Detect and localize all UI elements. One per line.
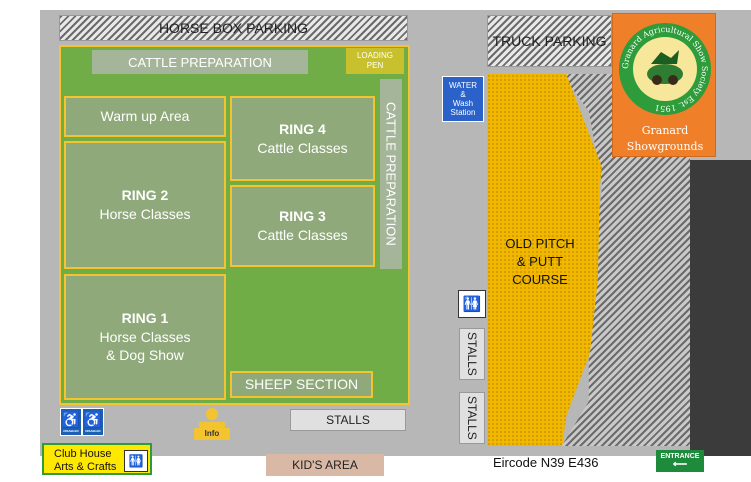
ring-3[interactable]: RING 3 Cattle Classes bbox=[230, 185, 375, 267]
pitch-line1: OLD PITCH bbox=[505, 235, 575, 251]
entrance-sign[interactable]: ENTRANCE ⟵ bbox=[656, 450, 704, 472]
pitch-line2: & PUTT bbox=[516, 253, 564, 269]
kids-area-label: KID'S AREA bbox=[292, 458, 358, 472]
stalls-bottom[interactable]: STALLS bbox=[290, 409, 406, 431]
warm-up-area[interactable]: Warm up Area bbox=[64, 96, 226, 137]
water-wash-station[interactable]: WATER & Wash Station bbox=[442, 76, 484, 122]
ring-2-title: RING 2 bbox=[121, 187, 169, 204]
logo-line1: Granard bbox=[641, 124, 689, 137]
water-line1: WATER bbox=[449, 80, 477, 90]
info-person-icon bbox=[194, 408, 230, 440]
cattle-preparation-side[interactable]: CATTLE PREPARATION bbox=[380, 79, 402, 269]
pitch-label[interactable]: OLD PITCH & PUTT COURSE bbox=[490, 232, 590, 292]
club-house-line2: Arts & Crafts bbox=[54, 461, 117, 473]
stalls-bottom-label: STALLS bbox=[326, 413, 370, 427]
ring-1-sub1: Horse Classes bbox=[99, 328, 191, 345]
wheelchair-icon[interactable]: ♿DISABLED bbox=[82, 408, 104, 436]
ring-2-sub: Horse Classes bbox=[99, 206, 191, 222]
ring-1[interactable]: RING 1 Horse Classes & Dog Show bbox=[64, 274, 226, 400]
main-road bbox=[690, 160, 751, 456]
water-line2: & bbox=[460, 89, 466, 99]
stalls-lower[interactable]: STALLS bbox=[459, 392, 485, 444]
cattle-preparation-top[interactable]: CATTLE PREPARATION bbox=[92, 50, 308, 74]
loading-pen-line1: LOADING bbox=[356, 51, 393, 61]
kids-area[interactable]: KID'S AREA bbox=[266, 454, 384, 476]
loading-pen-line2: PEN bbox=[366, 61, 384, 70]
arrow-left-icon: ⟵ bbox=[672, 458, 688, 470]
cattle-preparation-top-label: CATTLE PREPARATION bbox=[128, 54, 272, 70]
warm-up-area-label: Warm up Area bbox=[100, 108, 190, 125]
loading-pen[interactable]: LOADING PEN bbox=[346, 48, 404, 74]
stalls-upper-label: STALLS bbox=[465, 332, 479, 376]
toilet-icon[interactable]: 🚻 bbox=[458, 290, 486, 318]
sheep-section[interactable]: SHEEP SECTION bbox=[230, 371, 373, 398]
ring-2[interactable]: RING 2 Horse Classes bbox=[64, 141, 226, 269]
club-house[interactable]: Club House Arts & Crafts 🚻 bbox=[42, 443, 152, 475]
logo-line2: Showgrounds bbox=[626, 140, 704, 153]
info-point[interactable]: Info bbox=[191, 406, 233, 440]
showground-logo-icon: Granard Agricultural Show Society Est. 1… bbox=[619, 23, 711, 115]
granard-logo: Granard Agricultural Show Society Est. 1… bbox=[612, 13, 716, 157]
toilet-icon: 🚻 bbox=[124, 450, 148, 472]
water-line3: Wash bbox=[452, 99, 474, 108]
stalls-lower-label: STALLS bbox=[465, 396, 479, 440]
entrance-label: ENTRANCE bbox=[660, 452, 700, 460]
ring-3-sub: Cattle Classes bbox=[257, 227, 348, 243]
stalls-upper[interactable]: STALLS bbox=[459, 328, 485, 380]
cattle-preparation-side-label: CATTLE PREPARATION bbox=[383, 102, 399, 246]
ring-1-sub2: & Dog Show bbox=[106, 347, 184, 364]
ring-1-title: RING 1 bbox=[121, 309, 169, 326]
club-house-line1: Club House bbox=[54, 448, 112, 460]
sheep-section-label: SHEEP SECTION bbox=[244, 376, 359, 393]
wheelchair-icon[interactable]: ♿DISABLED bbox=[60, 408, 82, 436]
horse-box-parking[interactable]: HORSE BOX PARKING bbox=[59, 15, 408, 41]
truck-parking-label: TRUCK PARKING bbox=[492, 33, 607, 49]
ring-4[interactable]: RING 4 Cattle Classes bbox=[230, 96, 375, 181]
truck-parking[interactable]: TRUCK PARKING bbox=[487, 15, 612, 67]
eircode: Eircode N39 E436 bbox=[493, 455, 599, 470]
ring-4-sub: Cattle Classes bbox=[257, 139, 348, 156]
horse-box-parking-label: HORSE BOX PARKING bbox=[158, 20, 309, 36]
info-label: Info bbox=[204, 429, 220, 438]
ring-3-title: RING 3 bbox=[279, 208, 326, 225]
ring-4-title: RING 4 bbox=[279, 120, 326, 137]
pitch-line3: COURSE bbox=[512, 272, 568, 288]
water-line4: Station bbox=[450, 108, 476, 118]
